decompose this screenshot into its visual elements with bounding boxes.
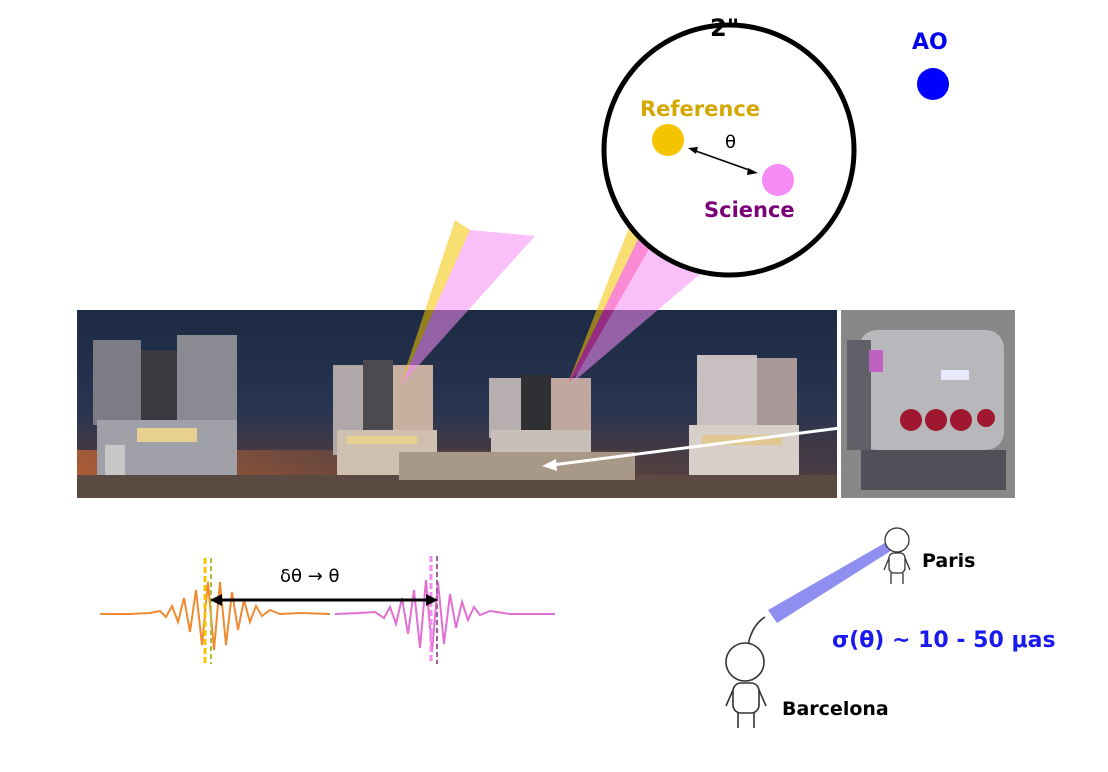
- instrument-arrow: [542, 426, 841, 471]
- separation-arrow: [688, 147, 758, 175]
- separation-label: θ: [725, 132, 737, 153]
- light-beams-left: [400, 220, 535, 386]
- science-label: Science: [704, 198, 795, 222]
- science-star-icon: [762, 164, 794, 196]
- barcelona-label: Barcelona: [782, 698, 889, 720]
- ao-guide-star-icon: [917, 68, 949, 100]
- barcelona-person-icon: [725, 616, 767, 728]
- instrument-image: [841, 310, 1015, 498]
- sight-line-beam: [768, 540, 900, 623]
- reference-star-icon: [652, 124, 684, 156]
- fringe-separation-label: δθ → θ: [280, 566, 340, 587]
- fringe-separation-arrow: [210, 594, 438, 606]
- telescope-building-2: [333, 360, 437, 475]
- ao-label: AO: [912, 30, 948, 55]
- telescope-building-1: [93, 335, 237, 475]
- field-of-view-circle: [601, 22, 857, 278]
- astrometric-precision-label: σ(θ) ~ 10 - 50 μas: [832, 628, 1056, 653]
- paris-person-icon: [883, 527, 911, 584]
- interferometric-lab-building: [399, 452, 635, 480]
- reference-label: Reference: [640, 97, 761, 121]
- reference-fringe-packet: [100, 581, 331, 651]
- paris-label: Paris: [922, 550, 976, 572]
- field-of-view-label: 2": [710, 14, 740, 42]
- science-fringe-packet: [334, 579, 555, 653]
- telescope-panorama-image: [77, 310, 837, 498]
